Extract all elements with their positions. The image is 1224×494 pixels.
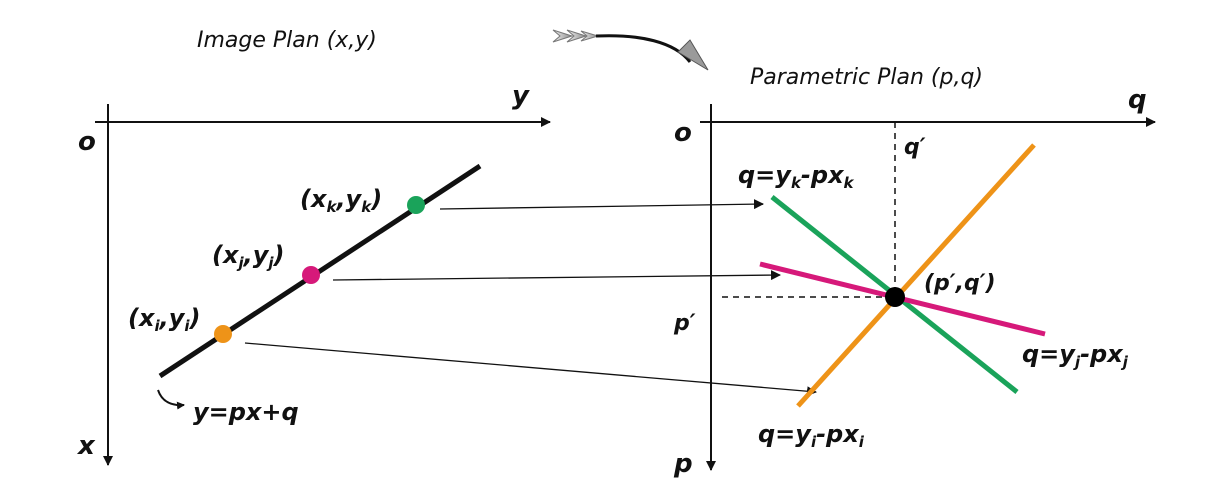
mapping-arrow-j <box>332 270 781 281</box>
line-equation: y=px+q <box>193 398 299 426</box>
left-horizontal-label: y <box>512 81 530 111</box>
point-j-label: (xj,yj) <box>212 241 285 272</box>
param-eq-j: q=yj-pxj <box>1022 340 1129 371</box>
image-line <box>158 163 482 379</box>
right-vertical-label: p <box>673 449 693 479</box>
param-eq-i: q=yi-pxi <box>758 420 865 451</box>
q-prime-label: q′ <box>904 135 926 160</box>
mapping-arrow-k <box>439 199 764 210</box>
equation-pointer-icon <box>157 389 185 410</box>
left-vertical-label: x <box>76 431 96 461</box>
point-j <box>302 266 320 284</box>
right-origin-label: o <box>674 118 692 148</box>
point-i-label: (xi,yi) <box>128 304 201 335</box>
intersection-point <box>885 287 905 307</box>
intersection-label: (p′,q′) <box>924 271 996 296</box>
p-prime-label: p′ <box>673 311 696 336</box>
point-k-label: (xk,yk) <box>300 185 382 216</box>
left-title: Image Plan (x,y) <box>197 28 377 53</box>
left-origin-label: o <box>78 127 96 157</box>
param-line-i <box>796 143 1036 408</box>
right-horizontal-label: q <box>1128 85 1147 115</box>
mapping-arrow-i <box>244 342 817 397</box>
transform-arrow-icon <box>552 29 709 71</box>
right-title: Parametric Plan (p,q) <box>750 65 983 90</box>
point-i <box>214 325 232 343</box>
param-eq-k: q=yk-pxk <box>738 161 855 192</box>
point-k <box>407 196 425 214</box>
